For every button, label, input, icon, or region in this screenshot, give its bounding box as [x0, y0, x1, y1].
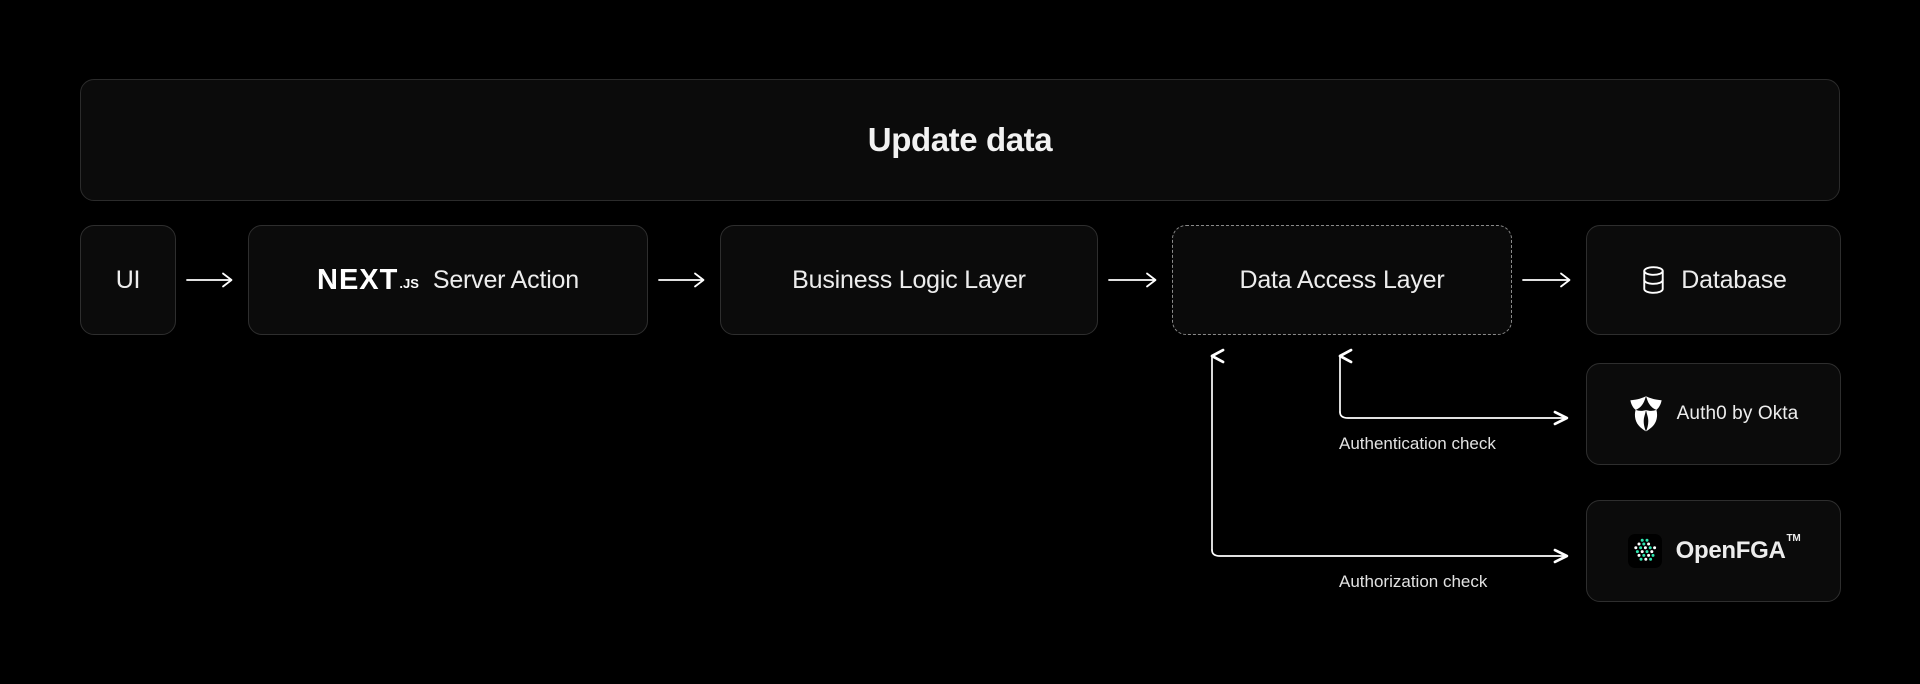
connector-authorization	[1210, 348, 1569, 564]
node-server-action[interactable]: NEXT.JS Server Action	[248, 225, 648, 335]
node-business-logic-layer[interactable]: Business Logic Layer	[720, 225, 1098, 335]
node-database-label: Database	[1681, 265, 1787, 294]
arrow-ui-to-server-action	[186, 268, 238, 292]
openfga-dots-icon	[1627, 534, 1662, 568]
nextjs-logo-icon: NEXT.JS	[317, 264, 419, 297]
node-data-access-layer[interactable]: Data Access Layer	[1172, 225, 1512, 335]
node-openfga[interactable]: OpenFGATM	[1586, 500, 1841, 602]
connector-authentication	[1338, 348, 1569, 426]
connector-label-authentication: Authentication check	[1339, 434, 1496, 453]
auth0-shield-icon	[1629, 395, 1663, 433]
trademark-symbol: TM	[1786, 533, 1801, 544]
node-server-action-label: Server Action	[432, 265, 579, 294]
node-ui[interactable]: UI	[80, 225, 176, 335]
node-data-access-layer-label: Data Access Layer	[1239, 265, 1445, 294]
arrow-data-access-to-database	[1522, 268, 1576, 292]
openfga-wordmark: OpenFGA	[1675, 537, 1786, 564]
database-icon	[1640, 265, 1667, 295]
node-ui-label: UI	[115, 265, 141, 294]
page-title: Update data	[867, 121, 1053, 158]
node-openfga-label: OpenFGATM	[1675, 533, 1801, 565]
arrow-business-logic-to-data-access	[1108, 268, 1162, 292]
arrow-server-action-to-business-logic	[658, 268, 710, 292]
node-business-logic-layer-label: Business Logic Layer	[792, 265, 1026, 294]
connector-label-authorization: Authorization check	[1339, 572, 1488, 591]
node-auth0-label: Auth0 by Okta	[1676, 403, 1799, 424]
nextjs-wordmark-suffix: .JS	[399, 275, 419, 291]
node-database[interactable]: Database	[1586, 225, 1841, 335]
nextjs-wordmark: NEXT	[317, 263, 399, 296]
node-auth0[interactable]: Auth0 by Okta	[1586, 363, 1841, 465]
update-data-panel: Update data	[80, 79, 1840, 201]
